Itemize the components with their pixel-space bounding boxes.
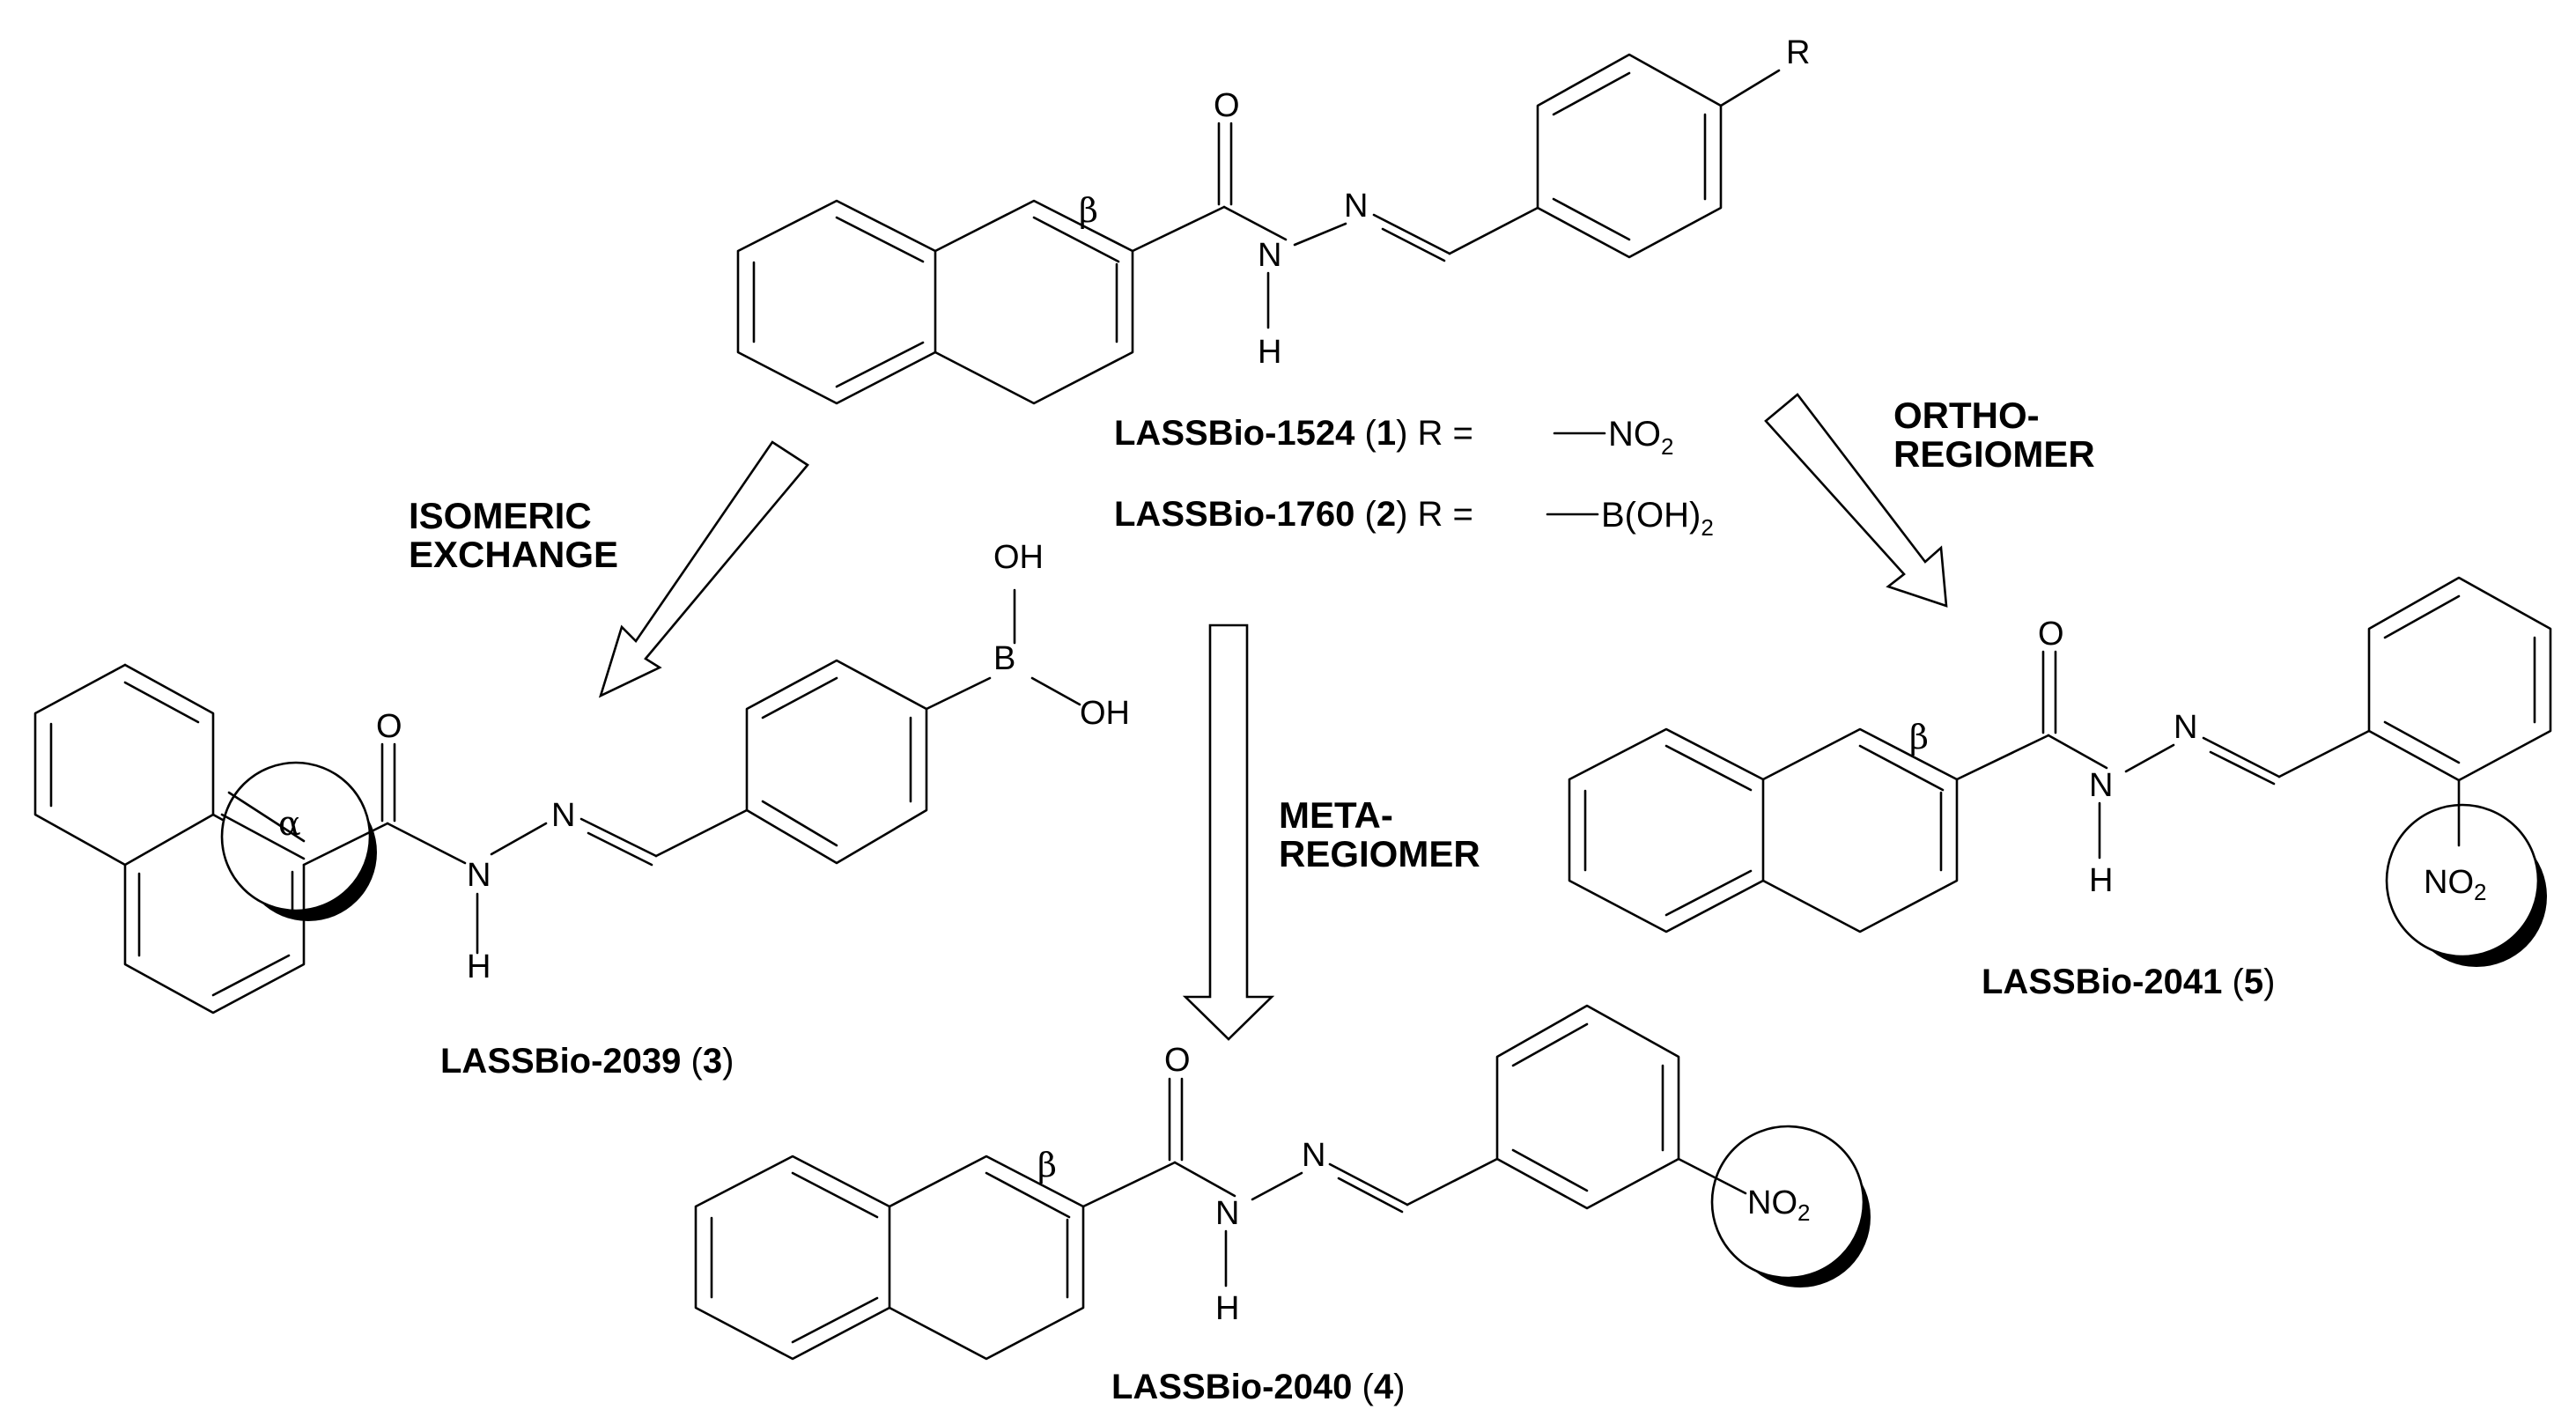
beta-label: β [1079,191,1098,230]
alpha-highlight-circle [220,761,372,912]
arrow-label-line1: META- [1279,794,1393,836]
boron-label: B [993,640,1015,677]
arrow-label-line2: EXCHANGE [409,534,618,575]
hydrogen-label: H [2089,862,2113,899]
amide-nitrogen-label: N [1215,1195,1239,1232]
arrow-meta-regiomer: META- REGIOMER [1182,623,1480,1041]
hydrazone-chain-lead [1131,122,1539,329]
phenyl-ring-m3 [745,588,1081,865]
hydroxyl-label-right: OH [1080,695,1130,732]
oxygen-label: O [376,708,402,745]
nitro-highlight-circle [2385,803,2540,958]
arrow-label-line1: ORTHO- [1893,395,2040,436]
arrow-label-line1: ISOMERIC [409,495,592,536]
r-group-label: R [1786,34,1810,71]
substituent-boh2: B(OH)2 [1601,496,1714,541]
phenyl-ring-m4 [1495,1004,1680,1210]
hydroxyl-label-top: OH [993,539,1044,576]
compound-label-2041: LASSBio-2041 (5) [1982,963,2275,1001]
compound-label-1760: LASSBio-1760 (2) R = [1114,495,1473,534]
beta-label: β [1909,718,1929,756]
oxygen-label: O [1164,1042,1191,1079]
compound-label-2039: LASSBio-2039 (3) [440,1042,734,1081]
phenyl-ring-m5 [2367,576,2552,782]
oxygen-label: O [2038,616,2064,653]
alpha-label: α [278,804,301,843]
nitro-label: NO2 [1747,1184,1810,1226]
imine-nitrogen-label: N [551,797,575,834]
naphthalene-ring-m5 [1568,727,1959,933]
molecule-lassbio-2040: NO2 O N N H β LASSBio-2040 (4) [694,1004,1871,1406]
hydrazone-chain-m4 [1081,1077,1499,1288]
arrow-label-line2: REGIOMER [1279,833,1480,874]
arrow-label-line2: REGIOMER [1893,433,2095,475]
hydrazone-chain-m5 [1955,650,2371,860]
arrow-isomeric-exchange: ISOMERIC EXCHANGE [409,440,809,698]
compound-label-2040: LASSBio-2040 (4) [1111,1368,1405,1406]
molecule-lead: O N N H R β LASSBio-1524 (1) R = NO2 LAS… [736,34,1810,541]
imine-nitrogen-label: N [2174,709,2197,746]
hydrazone-chain-m3 [302,742,749,955]
molecule-lassbio-2041: NO2 O N N H β LASSBio-2041 (5) [1568,576,2552,1001]
naphthalene-ring-m4 [694,1155,1085,1361]
hydrogen-label: H [1215,1290,1239,1327]
substituent-no2: NO2 [1608,415,1673,460]
amide-nitrogen-label: N [2089,767,2113,804]
beta-label: β [1037,1146,1057,1184]
molecule-lassbio-2039: α O N N H B OH OH LASSBio-2039 (3) [33,539,1130,1081]
amide-nitrogen-label: N [467,857,491,894]
hydrogen-label: H [467,948,491,985]
imine-nitrogen-label: N [1302,1137,1325,1174]
naphthalene-ring-lead [736,199,1134,405]
hydrogen-label: H [1258,334,1281,371]
arrow-ortho-regiomer: ORTHO- REGIOMER [1764,393,2095,608]
nitro-highlight-circle [1710,1125,1865,1280]
nitro-label: NO2 [2424,864,2486,905]
compound-label-1524: LASSBio-1524 (1) R = [1114,414,1473,453]
amide-nitrogen-label: N [1258,237,1281,274]
imine-nitrogen-label: N [1344,188,1368,225]
oxygen-label: O [1214,87,1240,124]
phenyl-ring-lead [1536,53,1781,259]
